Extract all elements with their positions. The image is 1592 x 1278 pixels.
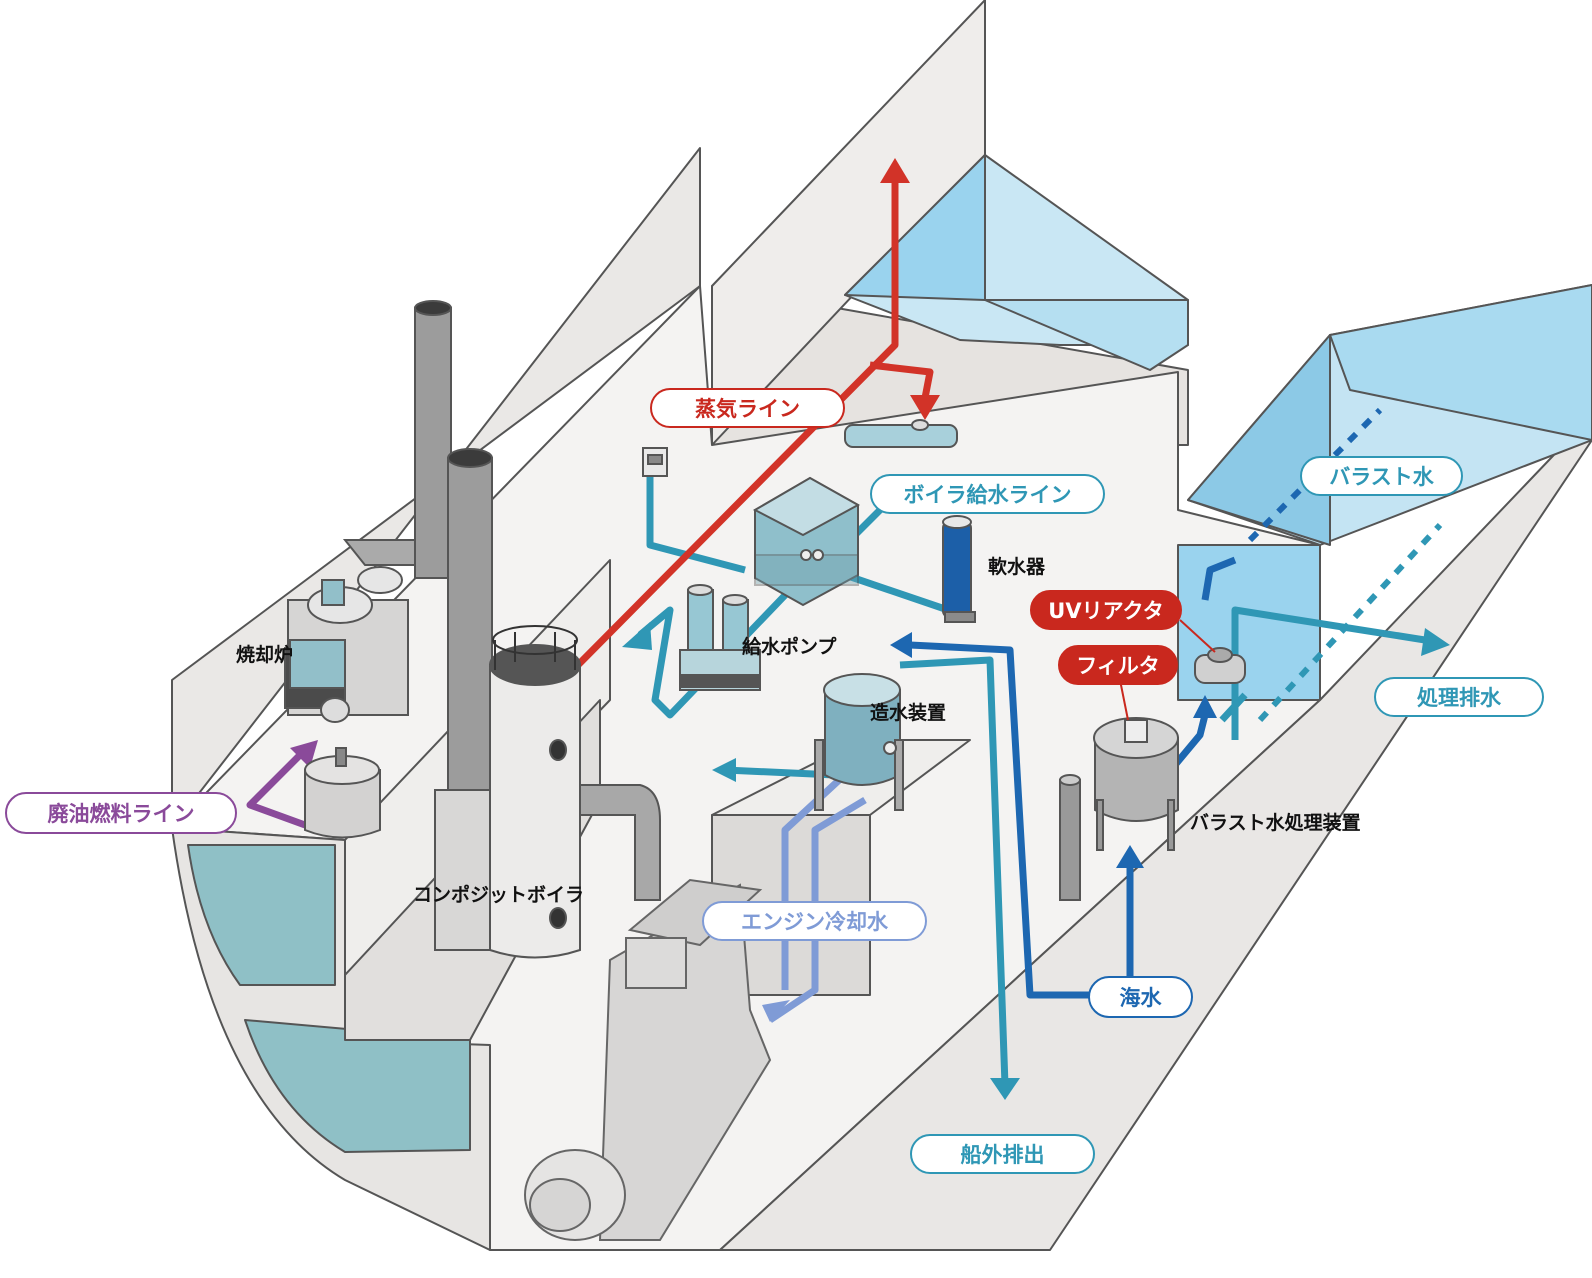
upper-water-tank (844, 154, 1189, 371)
softener (942, 515, 976, 623)
overboard-line (899, 656, 1020, 1100)
softener-label: 軟水器 (988, 556, 1046, 578)
treated-discharge-line (1219, 606, 1450, 740)
feed-header (844, 419, 958, 448)
seawater-arrowheads (890, 632, 1217, 868)
cooling-arrowheads (762, 1000, 790, 1022)
composite-boiler (434, 625, 661, 959)
steam-arrowheads (880, 158, 940, 420)
overboard-discharge-label: 船外排出 (910, 1134, 1095, 1174)
filter-label: フィルタ (1058, 645, 1178, 685)
ballast-treatment-system-label: バラスト水処理装置 (1190, 812, 1361, 834)
uv-reactor-label: UVリアクタ (1030, 590, 1182, 630)
feed-arrowheads (622, 622, 736, 782)
feed-water-tank (752, 476, 861, 607)
treated-discharge-label: 処理排水 (1374, 677, 1544, 717)
exhaust-stacks (414, 300, 493, 814)
incinerator (284, 539, 416, 723)
seawater-label: 海水 (1088, 976, 1193, 1018)
callout-lines (1119, 619, 1216, 721)
engine-cooling-water-label: エンジン冷却水 (702, 901, 927, 941)
main-engine (524, 878, 772, 1241)
steam-line-label: 蒸気ライン (650, 388, 845, 428)
incinerator-label: 焼却炉 (236, 644, 294, 666)
ballast-water-label: バラスト水 (1300, 456, 1463, 496)
feed-pumps (679, 584, 761, 691)
waste-oil-line-label: 廃油燃料ライン (5, 792, 237, 834)
freshwater-generator (814, 673, 904, 811)
ballast-treatment-system (1059, 717, 1179, 901)
freshwater-generator-label: 造水装置 (870, 702, 947, 724)
composite-boiler-label: コンポジットボイラ (413, 884, 585, 906)
steam-line (572, 178, 934, 671)
seawater-line (909, 556, 1237, 999)
boiler-feed-line-label: ボイラ給水ライン (870, 474, 1105, 514)
uv-reactor (1194, 647, 1246, 684)
switch-box (642, 447, 668, 477)
waste-oil-tank (304, 747, 381, 839)
waste-oil-line (246, 740, 318, 829)
ballast-water-tank (1177, 284, 1592, 723)
feed-pump-label: 給水ポンプ (742, 636, 837, 658)
